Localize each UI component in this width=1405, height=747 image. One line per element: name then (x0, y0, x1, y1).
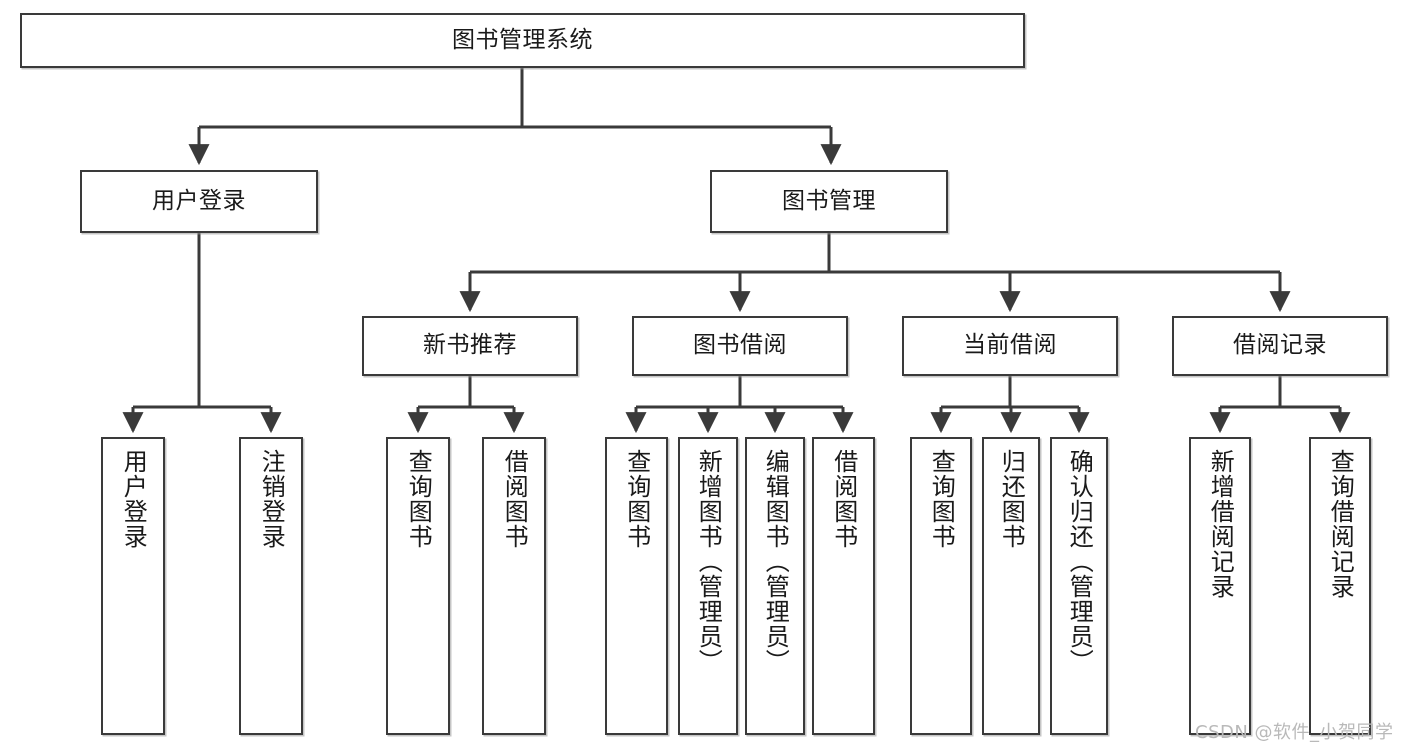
csdn-watermark: CSDN @软件_小贺同学 (1195, 722, 1394, 743)
node-leaf-borrow-book-label: 借阅图书 (829, 449, 858, 549)
node-level2-book-borrow[interactable]: 图书借阅 (632, 316, 848, 376)
node-leaf-query-borrow-record[interactable]: 查询借阅记录 (1309, 437, 1371, 735)
node-level2-new-book-recommend-label: 新书推荐 (423, 332, 517, 359)
node-leaf-edit-book-admin-label: 编辑图书（管理员） (761, 449, 790, 674)
node-level2-book-borrow-label: 图书借阅 (693, 332, 787, 359)
node-leaf-query-book-rec[interactable]: 查询图书 (386, 437, 450, 735)
node-leaf-query-borrow-record-label: 查询借阅记录 (1326, 449, 1355, 599)
node-leaf-edit-book-admin[interactable]: 编辑图书（管理员） (745, 437, 805, 735)
node-leaf-logout[interactable]: 注销登录 (239, 437, 303, 735)
node-leaf-confirm-return-admin-label: 确认归还（管理员） (1065, 449, 1094, 674)
node-leaf-add-borrow-record-label: 新增借阅记录 (1206, 449, 1235, 599)
node-leaf-query-book-borrow[interactable]: 查询图书 (605, 437, 668, 735)
node-level2-borrow-record-label: 借阅记录 (1233, 332, 1327, 359)
node-leaf-add-book-admin-label: 新增图书（管理员） (694, 449, 723, 674)
node-leaf-borrow-book-rec[interactable]: 借阅图书 (482, 437, 546, 735)
node-leaf-return-book-label: 归还图书 (997, 449, 1026, 549)
node-leaf-return-book[interactable]: 归还图书 (982, 437, 1040, 735)
node-leaf-query-book-current[interactable]: 查询图书 (910, 437, 972, 735)
node-leaf-logout-label: 注销登录 (257, 449, 286, 549)
node-level2-borrow-record[interactable]: 借阅记录 (1172, 316, 1388, 376)
node-leaf-borrow-book-rec-label: 借阅图书 (500, 449, 529, 549)
node-level1-user-login-label: 用户登录 (152, 187, 246, 214)
node-leaf-user-login[interactable]: 用户登录 (101, 437, 165, 735)
node-root-label: 图书管理系统 (452, 26, 593, 53)
node-leaf-borrow-book[interactable]: 借阅图书 (812, 437, 875, 735)
node-level2-current-borrow[interactable]: 当前借阅 (902, 316, 1118, 376)
node-leaf-query-book-borrow-label: 查询图书 (622, 449, 651, 549)
node-level1-book-management-label: 图书管理 (782, 187, 876, 214)
node-level2-new-book-recommend[interactable]: 新书推荐 (362, 316, 578, 376)
node-leaf-user-login-label: 用户登录 (119, 449, 148, 549)
node-level1-user-login[interactable]: 用户登录 (80, 170, 318, 233)
node-leaf-query-book-rec-label: 查询图书 (404, 449, 433, 549)
node-leaf-add-book-admin[interactable]: 新增图书（管理员） (678, 437, 738, 735)
node-leaf-query-book-current-label: 查询图书 (927, 449, 956, 549)
node-leaf-confirm-return-admin[interactable]: 确认归还（管理员） (1050, 437, 1108, 735)
node-level2-current-borrow-label: 当前借阅 (963, 332, 1057, 359)
node-leaf-add-borrow-record[interactable]: 新增借阅记录 (1189, 437, 1251, 735)
node-root[interactable]: 图书管理系统 (20, 13, 1025, 68)
node-level1-book-management[interactable]: 图书管理 (710, 170, 948, 233)
